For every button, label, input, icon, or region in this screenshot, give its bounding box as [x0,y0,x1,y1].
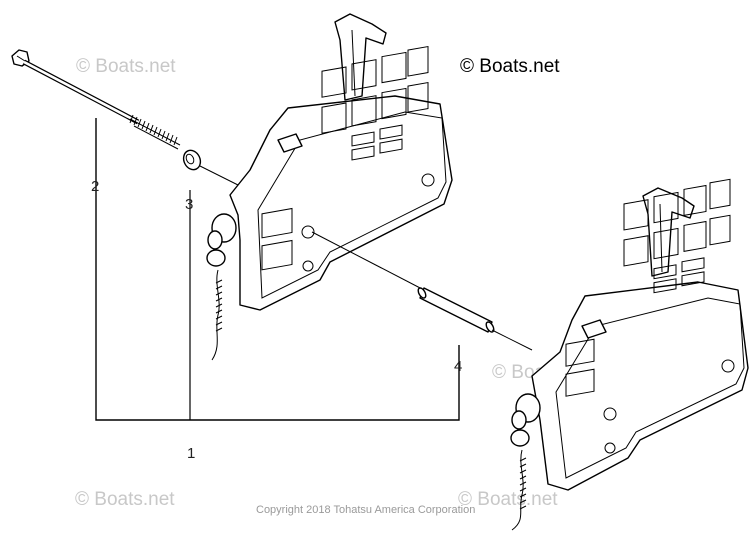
remote-control-box-lower [510,178,749,531]
key-switch [206,213,237,361]
callout-lines [95,118,460,421]
callout-1: 1 [187,445,195,462]
copyright-footer: Copyright 2018 Tohatsu America Corporati… [256,504,475,516]
neutral-button [277,133,303,153]
callout-3: 3 [185,196,193,213]
remote-control-box-upper [206,13,453,361]
bolt-part [11,49,181,150]
callout-4: 4 [454,358,462,375]
copyright-label: © Boats.net [460,56,560,77]
connecting-tube [417,287,495,333]
neutral-button [581,319,607,339]
watermark: © Boats.net [458,489,558,510]
control-lever [334,13,387,101]
control-lever [642,187,695,277]
bracket-line [95,118,460,421]
key-switch [510,393,541,531]
callout-2: 2 [91,178,99,195]
collar-part [182,149,202,171]
watermark: © Boats.net [75,489,175,510]
watermark: © Boats.net [76,56,176,77]
